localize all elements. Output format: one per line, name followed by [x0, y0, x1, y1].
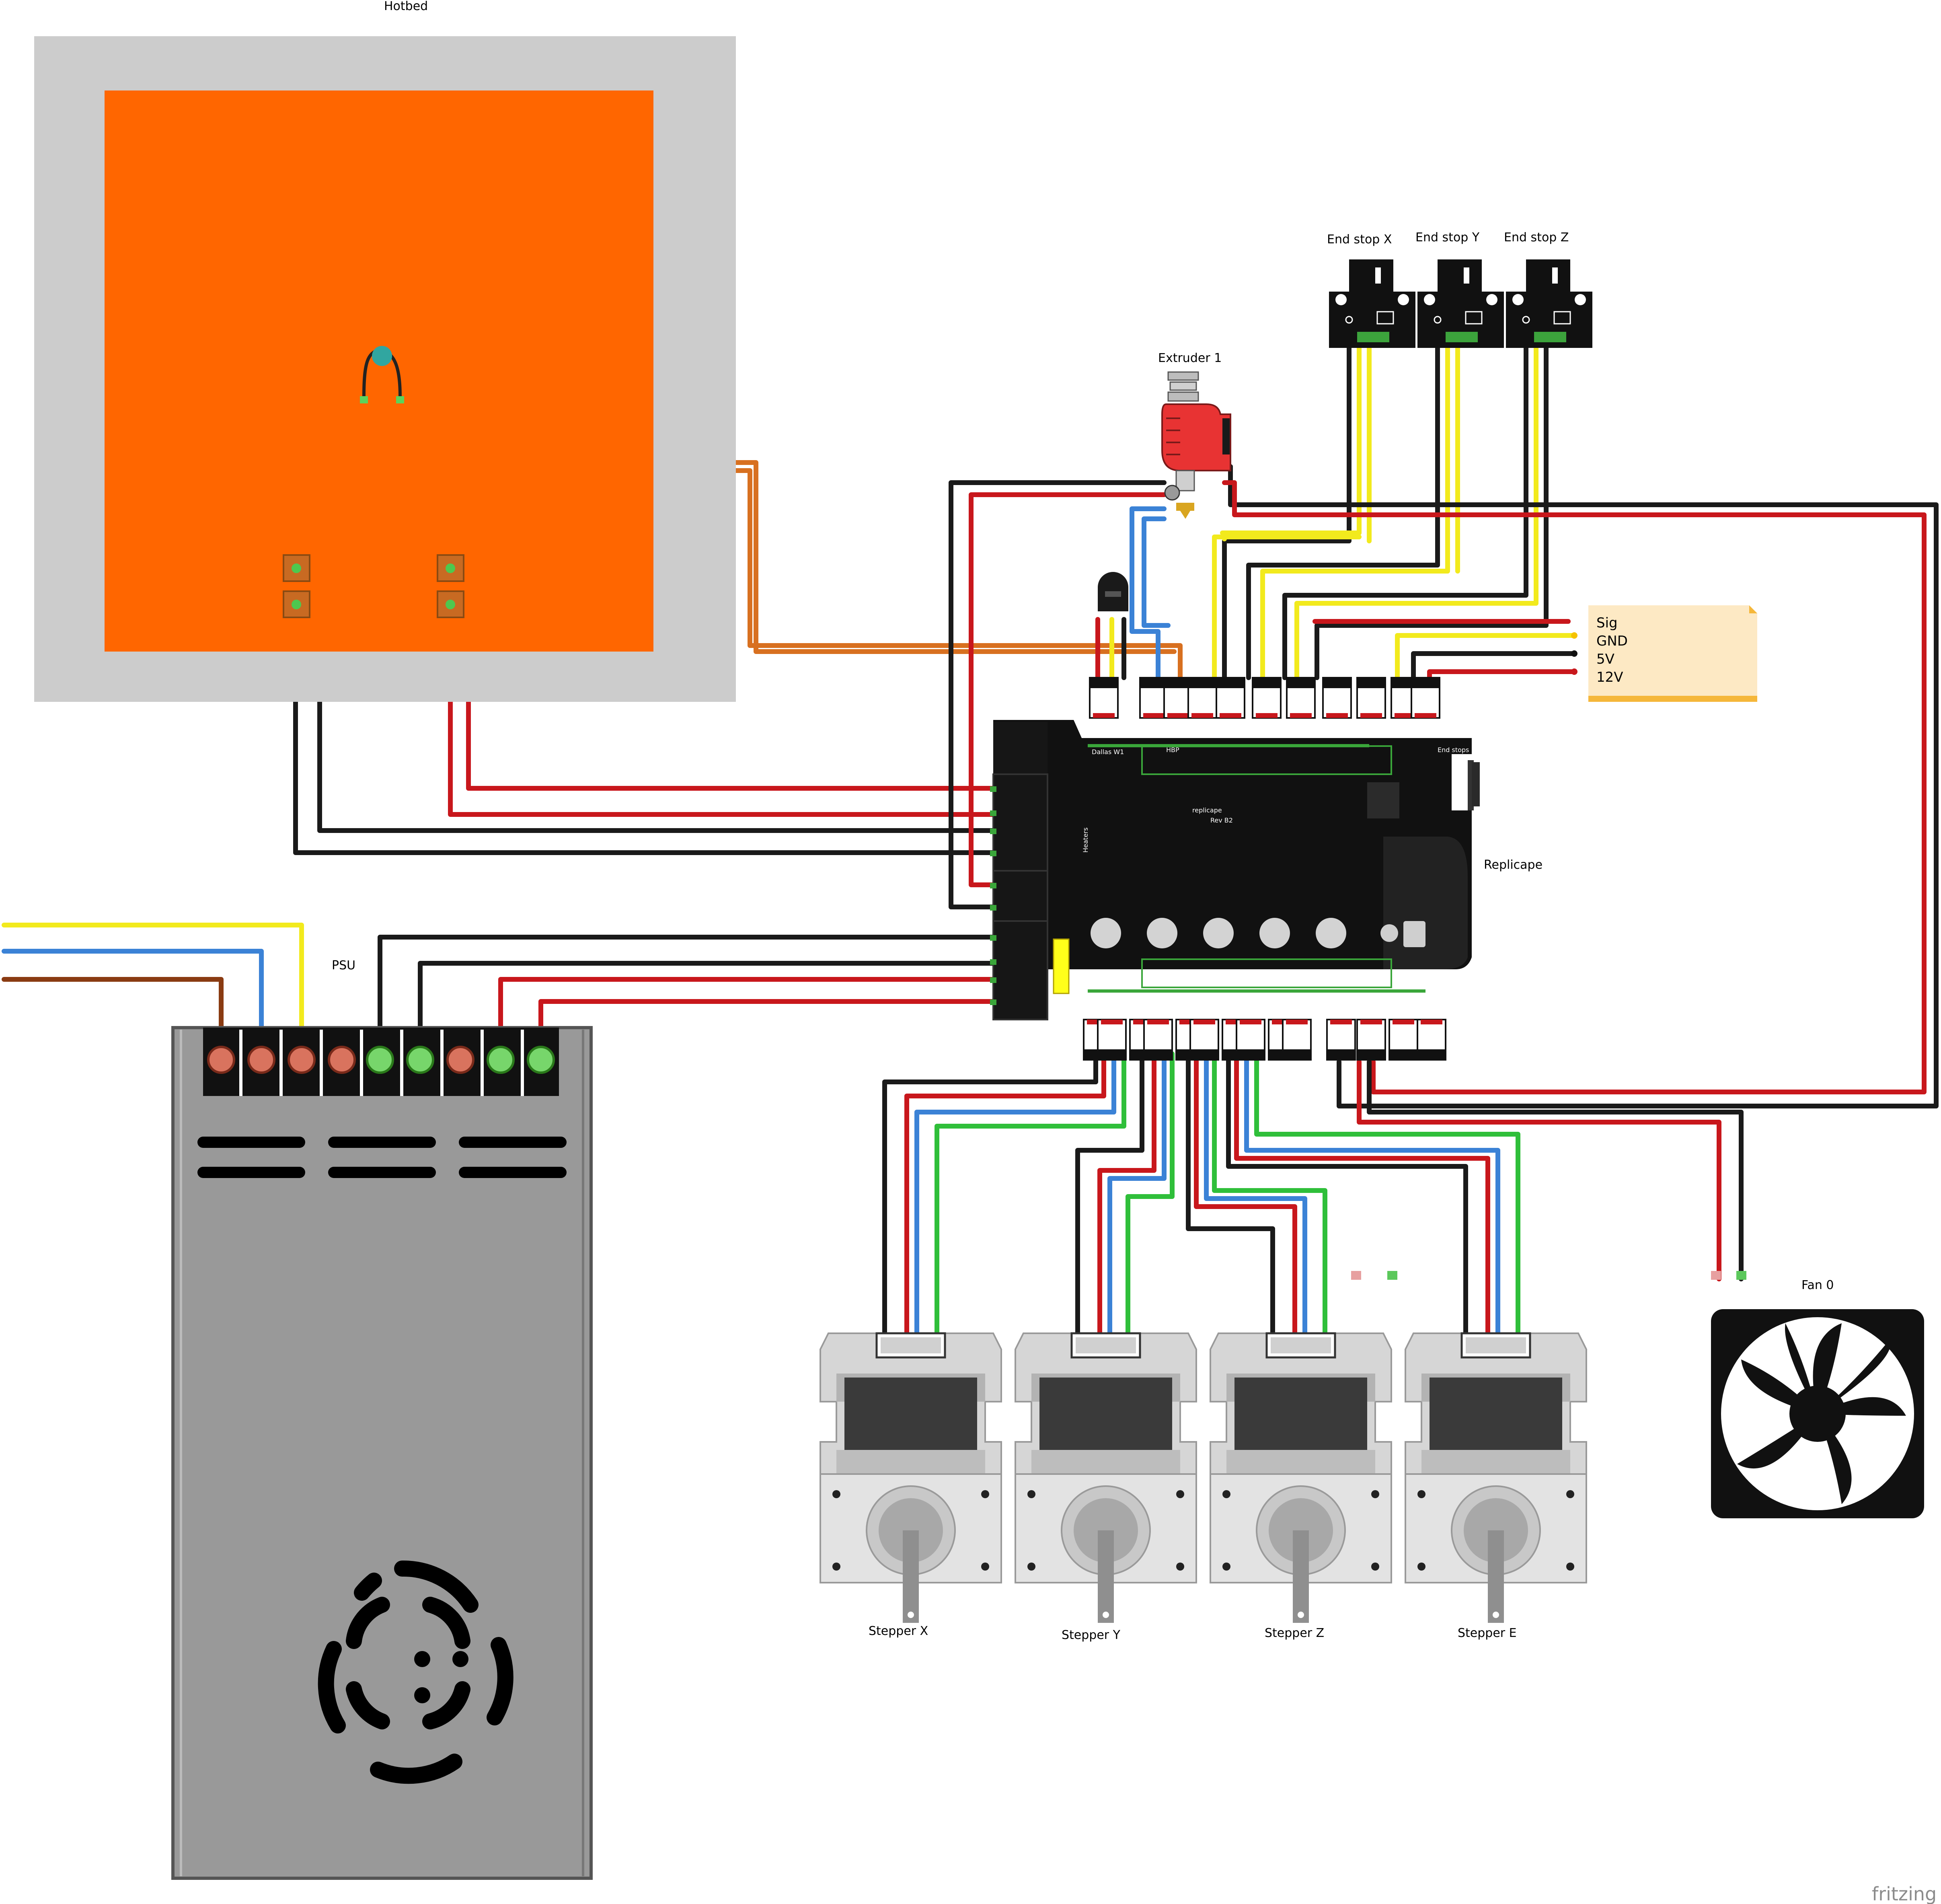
stepper-y[interactable]: Stepper Y	[1015, 1333, 1196, 1642]
endstop-z-label: End stop Z	[1504, 230, 1569, 245]
endstop-x-label: End stop X	[1327, 232, 1392, 247]
psu-grille-dots	[414, 1651, 468, 1703]
top-connectors	[1089, 677, 1440, 719]
psu-body	[171, 1026, 593, 1880]
psu-fan-grille	[318, 1560, 513, 1784]
extruder-label: Extruder 1	[1158, 351, 1222, 365]
board-heaters-label: Heaters	[1082, 827, 1089, 853]
hotbed[interactable]: Hotbed	[34, 0, 736, 702]
stepper-z-label: Stepper Z	[1265, 1626, 1324, 1640]
dallas-sensor	[1098, 572, 1128, 611]
stepper-e[interactable]: Stepper E	[1405, 1333, 1586, 1640]
hotbed-plate	[105, 90, 653, 652]
psu[interactable]: PSU	[171, 958, 593, 1880]
hotbed-label: Hotbed	[384, 0, 428, 13]
replicape-label: Replicape	[1484, 858, 1543, 872]
note-line-3: 5V	[1596, 651, 1614, 667]
endstop-y-label: End stop Y	[1415, 230, 1480, 245]
fan-label: Fan 0	[1801, 1278, 1834, 1292]
board-pcb	[993, 720, 1472, 969]
bottom-connectors	[1083, 1019, 1446, 1061]
stepper-y-label: Stepper Y	[1062, 1628, 1121, 1642]
psu-label: PSU	[332, 958, 355, 973]
input-fuse	[1053, 938, 1070, 994]
stepper-driver-caps	[1091, 918, 1346, 948]
hotbed-terminals	[283, 554, 464, 618]
board-hbp-label: HBP	[1166, 746, 1179, 754]
board-name: replicape	[1192, 806, 1222, 814]
board-dallas-label: Dallas W1	[1092, 748, 1124, 756]
stepper-z[interactable]: Stepper Z	[1210, 1333, 1391, 1640]
psu-vents	[197, 1137, 567, 1178]
endstop-z[interactable]: End stop Z	[1504, 230, 1593, 349]
board-fans-label: Fans	[1419, 981, 1434, 989]
board-logos	[1380, 921, 1425, 947]
stepper-e-label: Stepper E	[1458, 1626, 1517, 1640]
note: Sig GND 5V 12V	[1571, 605, 1757, 702]
extruder[interactable]: Extruder 1	[1158, 351, 1231, 519]
fan-blades	[1737, 1323, 1906, 1504]
board-endstops-label: End stops	[1438, 746, 1469, 754]
psu-terminal-block	[203, 1028, 559, 1096]
note-line-4: 12V	[1596, 669, 1623, 685]
board-input-label: 12..24V	[1049, 1008, 1074, 1015]
stepper-x-label: Stepper X	[869, 1624, 928, 1638]
note-line-2: GND	[1596, 633, 1628, 649]
note-line-1: Sig	[1596, 615, 1618, 631]
board-steppers-label: Steppers	[1090, 981, 1118, 989]
board-rev: Rev B2	[1210, 816, 1233, 824]
replicape-board[interactable]: Replicape re	[990, 677, 1543, 1061]
hotbed-thermistor	[360, 346, 404, 403]
fritzing-logo: fritzing	[1872, 1883, 1937, 1904]
endstop-y[interactable]: End stop Y	[1415, 230, 1505, 349]
extruder-body	[1161, 371, 1231, 519]
fan-0[interactable]: Fan 0	[1351, 1271, 1924, 1518]
board-pin-rows	[1088, 744, 1425, 993]
stepper-x[interactable]: Stepper X	[820, 1333, 1001, 1638]
endstop-x[interactable]: End stop X	[1327, 232, 1416, 349]
